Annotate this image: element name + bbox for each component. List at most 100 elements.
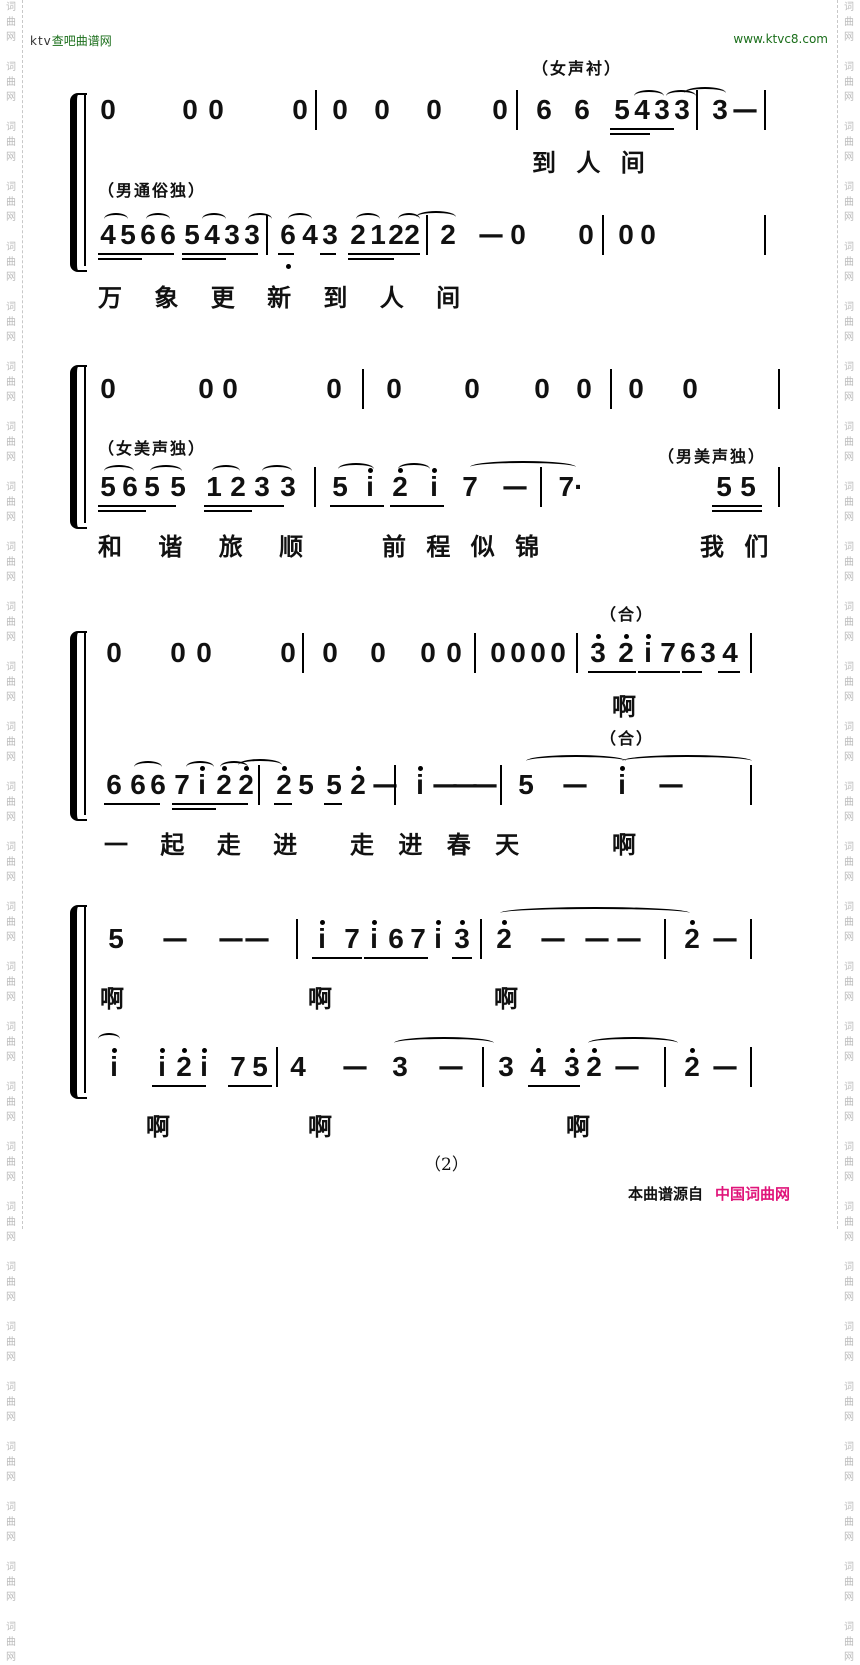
watermark-group: 词曲网 — [6, 1622, 16, 1663]
note: 0 — [420, 637, 436, 668]
note: 0 — [198, 373, 214, 404]
note: 2 — [404, 219, 420, 250]
lyric-lower-1: 啊 — [146, 1112, 170, 1141]
note: 2 — [348, 765, 368, 805]
underline — [712, 505, 762, 507]
watermark-group: 词曲网 — [6, 842, 16, 883]
note: 6 — [106, 769, 122, 800]
note: 3 — [280, 471, 296, 502]
watermark-group: 词曲网 — [844, 182, 854, 223]
barline — [296, 919, 298, 959]
barline — [480, 919, 482, 959]
note: i — [410, 765, 430, 805]
staff-upper: 0 0 0 0 0 0 0 0 0 0 — [98, 369, 790, 409]
watermark-group: 词曲网 — [6, 1142, 16, 1183]
slur — [146, 213, 170, 225]
watermark-group: 词曲网 — [6, 1562, 16, 1603]
slur — [666, 90, 696, 102]
watermark-group: 词曲网 — [844, 2, 854, 43]
part-label-male-pop-solo: （男通俗独） — [98, 181, 207, 200]
staff-upper: 0 0 0 0 0 0 0 0 0 0 0 0 3 2 i 7 6 3 4 — [98, 633, 790, 673]
watermark-group: 词曲网 — [844, 782, 854, 823]
note: 0 — [550, 637, 566, 668]
watermark-group: 词曲网 — [844, 1262, 854, 1303]
barline — [540, 467, 542, 507]
watermark-group: 词曲网 — [844, 1322, 854, 1363]
slur — [398, 213, 420, 225]
underline — [204, 510, 252, 512]
barline — [750, 765, 752, 805]
barline — [394, 765, 396, 805]
note: 0 — [326, 373, 342, 404]
watermark-group: 词曲网 — [844, 122, 854, 163]
underline — [330, 505, 384, 507]
note: 2 — [584, 1047, 604, 1087]
dash: — — [732, 95, 758, 125]
note: 2 — [350, 219, 366, 250]
slur — [220, 761, 248, 773]
note: 0 — [576, 373, 592, 404]
lyric-upper: 到 人 间 — [532, 148, 651, 177]
underline — [682, 671, 702, 673]
lyric-upper-2: 啊 — [308, 984, 332, 1013]
note: 4 — [204, 219, 220, 250]
note: i — [612, 765, 632, 805]
watermark-group: 词曲网 — [844, 1442, 854, 1483]
dash: — — [162, 924, 188, 954]
note: 7 — [230, 1051, 246, 1082]
watermark-group: 词曲网 — [844, 1082, 854, 1123]
underline — [278, 253, 294, 255]
underline — [610, 128, 674, 130]
slur — [394, 1037, 494, 1049]
slur — [288, 213, 312, 225]
slur — [416, 211, 456, 223]
note: 2 — [388, 219, 404, 250]
underline — [712, 510, 762, 512]
slur — [150, 465, 182, 477]
dash: — — [218, 924, 244, 954]
slur — [134, 761, 162, 773]
part-label-chorus-upper: （合） — [600, 605, 655, 624]
underline — [718, 671, 740, 673]
note: 0 — [196, 637, 212, 668]
barline — [302, 633, 304, 673]
watermark-group: 词曲网 — [844, 1022, 854, 1063]
watermark-group: 词曲网 — [6, 1022, 16, 1063]
watermark-group: 词曲网 — [6, 1262, 16, 1303]
watermark-group: 词曲网 — [6, 242, 16, 283]
note: 0 — [530, 637, 546, 668]
watermark-group: 词曲网 — [6, 422, 16, 463]
note: 7 — [344, 923, 360, 954]
lyric-upper-3: 啊 — [494, 984, 518, 1013]
note: 7 — [174, 769, 190, 800]
lyric-lower-2: 啊 — [308, 1112, 332, 1141]
staff-lower: 6 6 6 7 i 2 2 2 5 5 2 — i — — — 5 — i — — [98, 755, 790, 810]
site-header-left[interactable]: ktv查吧曲谱网 — [30, 32, 112, 49]
note: 5 — [252, 1051, 268, 1082]
page-number: （2） — [424, 1155, 469, 1175]
note: i — [312, 919, 332, 959]
watermark-group: 词曲网 — [844, 242, 854, 283]
watermark-group: 词曲网 — [6, 1082, 16, 1123]
watermark-group: 词曲网 — [6, 182, 16, 223]
slur — [500, 907, 690, 919]
underline — [528, 1085, 580, 1087]
note: i — [104, 1047, 124, 1087]
watermark-group: 词曲网 — [6, 782, 16, 823]
staff-lower: i i 2 i 7 5 4 — 3 — 3 4 3 2 — 2 — — [98, 1033, 790, 1087]
source-site-link[interactable]: 中国词曲网 — [715, 1185, 791, 1203]
dash: — — [584, 924, 610, 954]
note: 0 — [292, 94, 308, 125]
watermark-group: 词曲网 — [6, 1382, 16, 1423]
watermark-group: 词曲网 — [6, 62, 16, 103]
note: 2 — [682, 919, 702, 959]
note: 3 — [244, 219, 260, 250]
site-url[interactable]: www.ktvc8.com — [733, 32, 828, 46]
note: 0 — [534, 373, 550, 404]
note: 0 — [374, 94, 390, 125]
lyric-lower-3: 啊 — [566, 1112, 590, 1141]
slur — [526, 755, 626, 767]
slur — [248, 213, 272, 225]
note: 0 — [100, 94, 116, 125]
underline — [610, 133, 650, 135]
